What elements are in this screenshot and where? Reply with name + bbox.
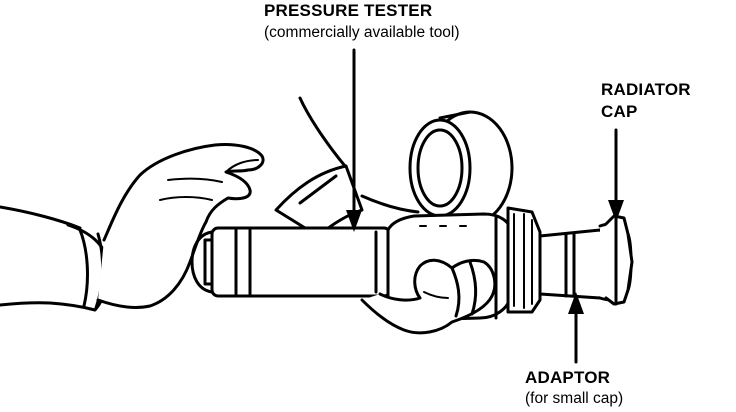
adaptor-note: (for small cap)	[525, 390, 624, 407]
left-arm	[0, 205, 110, 312]
left-hand	[96, 143, 265, 309]
adaptor-label: ADAPTOR	[525, 368, 611, 387]
radiator-cap-label-line2: CAP	[601, 102, 638, 121]
tester-hose	[274, 96, 420, 238]
radiator-cap	[598, 214, 634, 306]
leader-lines	[346, 48, 624, 364]
adaptor	[538, 228, 608, 300]
radiator-cap-label-line1: RADIATOR	[601, 80, 691, 99]
pressure-tester-label: PRESSURE TESTER	[264, 1, 433, 20]
pressure-gauge	[408, 110, 514, 226]
pressure-tester-note: (commercially available tool)	[264, 24, 460, 41]
right-hand	[360, 258, 497, 335]
tester-barrel	[190, 226, 392, 298]
